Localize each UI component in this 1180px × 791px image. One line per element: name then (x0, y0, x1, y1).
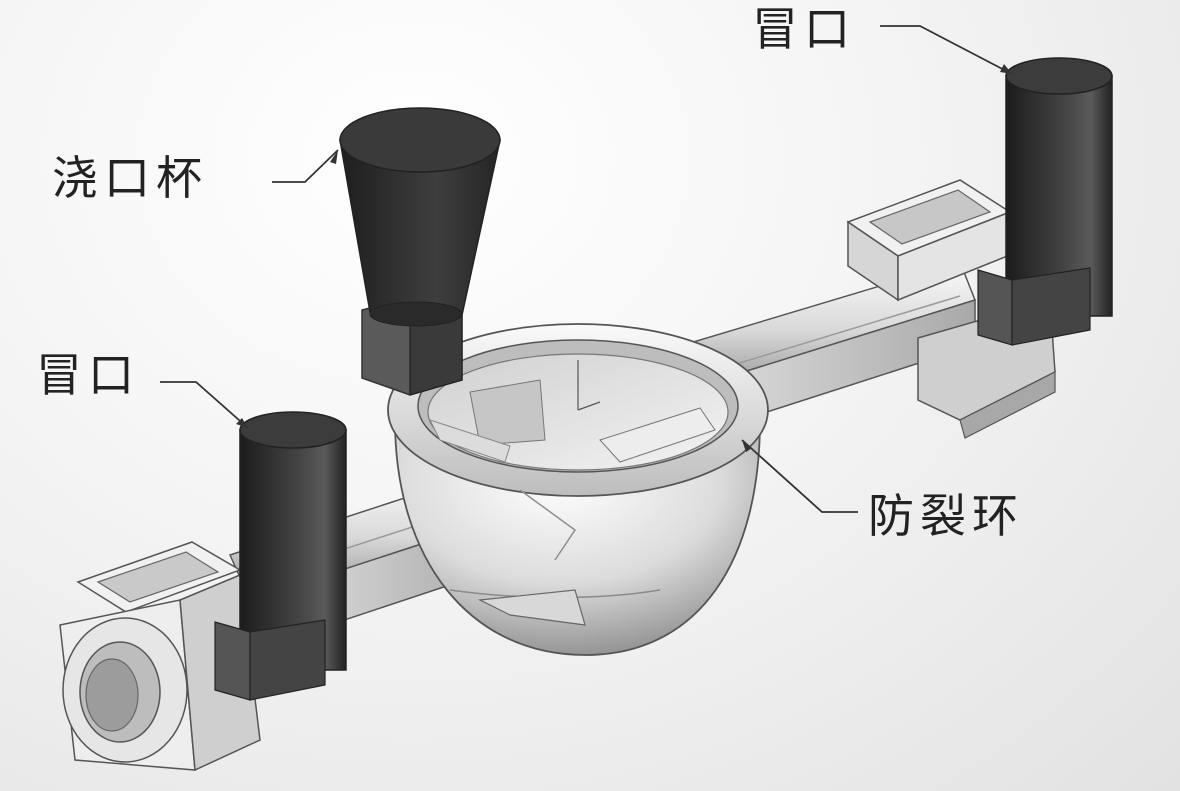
label-sprue-cup: 浇口杯 (52, 151, 208, 205)
leader-riser-top (880, 25, 1013, 75)
label-riser-left: 冒口 (36, 348, 140, 402)
label-riser-top: 冒口 (752, 2, 856, 56)
central-bowl (387, 323, 769, 656)
leader-anti-crack (741, 439, 858, 513)
leader-lines (160, 25, 1013, 513)
leader-sprue-cup (272, 149, 339, 183)
leader-riser-left (160, 381, 249, 429)
label-anti-crack-ring: 防裂环 (868, 489, 1024, 543)
left-riser-shape (214, 411, 347, 701)
sprue-cup-shape (339, 107, 501, 396)
right-riser-shape (977, 57, 1113, 346)
left-end-block (59, 541, 261, 772)
leader-arrowheads (236, 64, 1012, 452)
